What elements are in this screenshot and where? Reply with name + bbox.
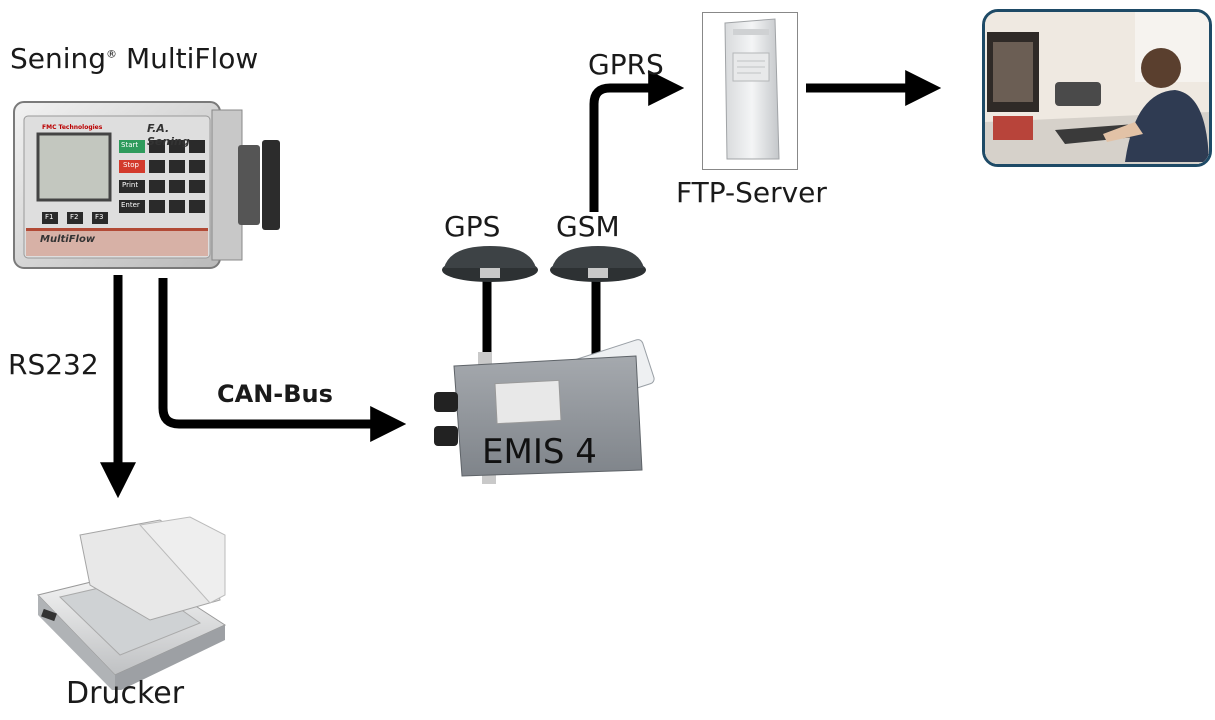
gps-label: GPS: [444, 210, 501, 243]
device-brand-label: FMC Technologies: [42, 124, 103, 131]
multiflow-device-image: [13, 101, 280, 269]
gsm-label: GSM: [556, 210, 620, 243]
emis4-device: EMIS 4: [432, 352, 644, 490]
device-maker-label: F.A. Sening: [147, 122, 190, 148]
emis4-image: [434, 352, 643, 484]
office-workstation-image: [982, 9, 1212, 167]
server-tower-image: [724, 18, 780, 160]
key-enter: Enter: [121, 201, 140, 209]
office-scene: [985, 12, 1209, 164]
key-f1: F1: [45, 213, 54, 221]
multiflow-title-rest: MultiFlow: [117, 42, 259, 75]
canbus-connection-arrow: [158, 278, 407, 442]
multiflow-device: FMC Technologies F.A. Sening MultiFlow S…: [12, 100, 280, 270]
key-print: Print: [122, 181, 139, 189]
multiflow-title: Sening® MultiFlow: [10, 42, 258, 75]
key-f3: F3: [95, 213, 104, 221]
gsm-antenna: [550, 246, 646, 282]
multiflow-title-text: Sening: [10, 42, 107, 75]
canbus-label: CAN-Bus: [217, 380, 333, 408]
registered-mark: ®: [106, 47, 118, 61]
device-model-label: MultiFlow: [40, 234, 96, 245]
gprs-connection-arrow: [589, 70, 685, 212]
rs232-label: RS232: [8, 348, 99, 381]
printer-device: [20, 515, 230, 693]
ftp-server: [702, 12, 798, 170]
printer-image: [37, 516, 227, 693]
printer-label: Drucker: [66, 676, 185, 711]
ftp-server-label: FTP-Server: [676, 176, 827, 209]
gps-antenna: [442, 246, 538, 282]
key-stop: Stop: [123, 161, 139, 169]
key-f2: F2: [70, 213, 79, 221]
key-start: Start: [121, 141, 139, 149]
emis4-label: EMIS 4: [482, 432, 597, 472]
gprs-label: GPRS: [588, 48, 664, 81]
